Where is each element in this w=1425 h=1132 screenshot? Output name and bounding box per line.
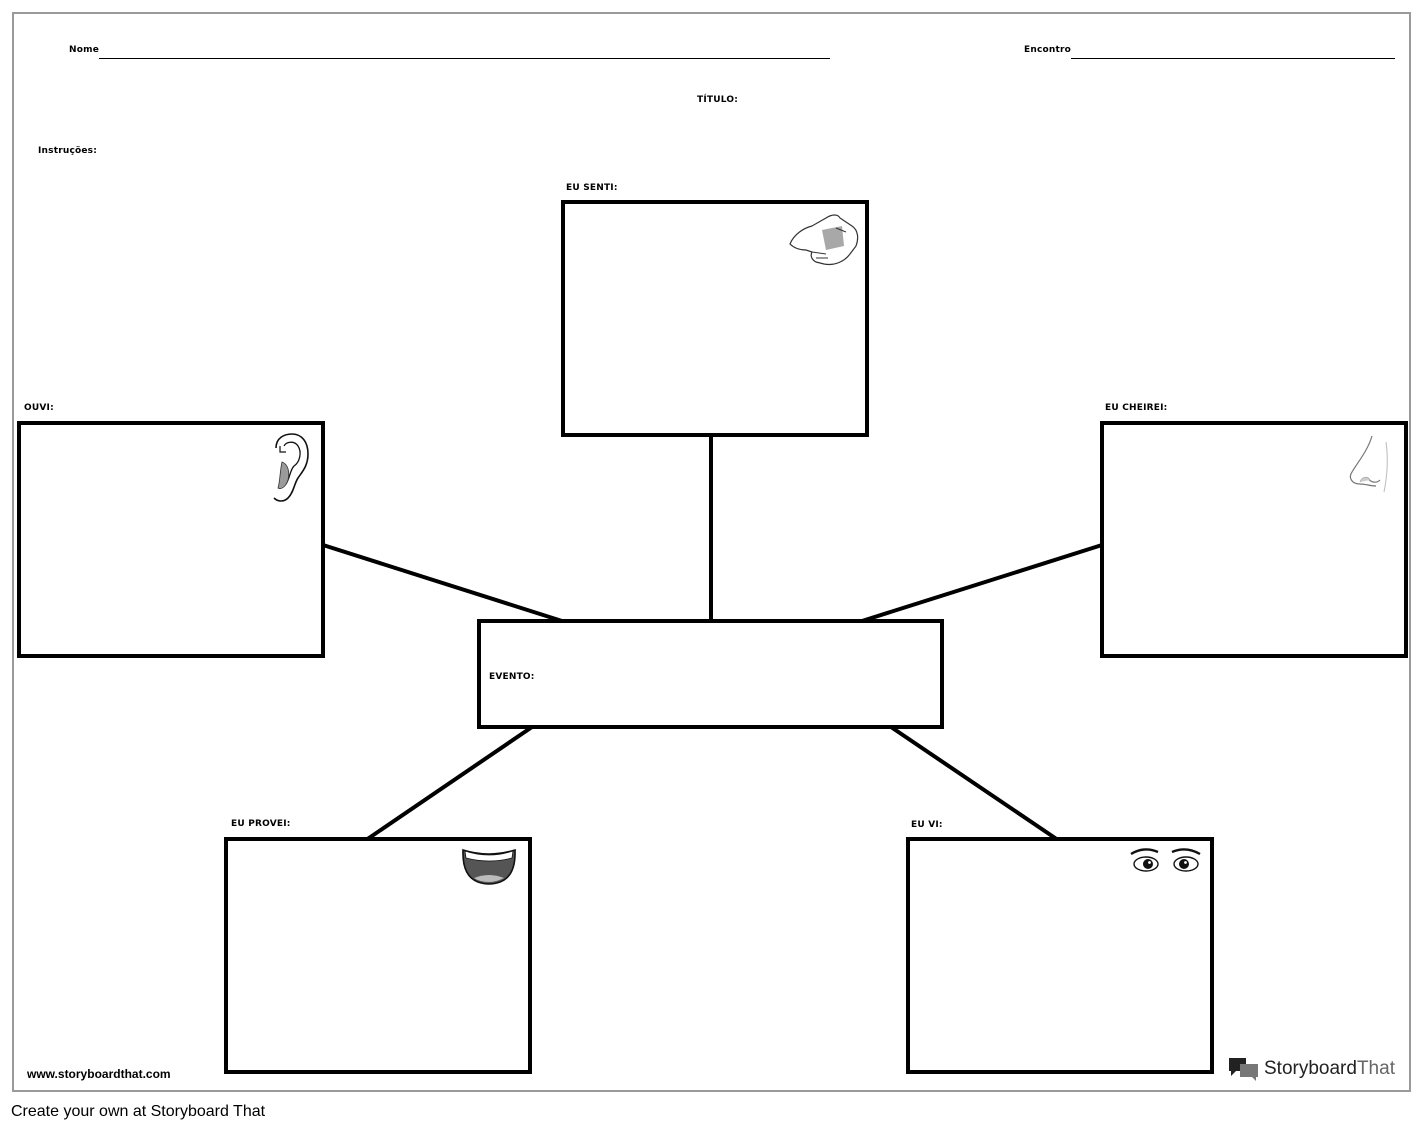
date-label: Encontro [1024,45,1072,55]
connector-saw [889,725,1060,842]
tasted-label: EU PROVEI: [231,819,291,829]
nose-icon [1349,435,1388,493]
title-label: TÍTULO: [697,95,738,105]
instructions-label: Instruções: [38,146,98,156]
event-label: EVENTO: [489,672,535,682]
logo-text: StoryboardThat [1264,1058,1395,1079]
name-label: Nome [69,45,99,55]
connector-heard [322,543,563,623]
hand-icon [789,214,859,266]
saw-label: EU VI: [911,820,943,830]
heard-box[interactable] [17,421,325,658]
create-your-own-link[interactable]: Create your own at Storyboard That [11,1103,266,1120]
saw-box[interactable] [906,837,1214,1074]
eyes-icon [1130,848,1201,872]
website-url[interactable]: www.storyboardthat.com [27,1067,171,1081]
felt-label: EU SENTI: [566,183,618,193]
storyboardthat-logo[interactable]: StoryboardThat [1228,1056,1395,1082]
heard-label: OUVI: [24,403,54,413]
speech-bubble-icon [1229,1058,1258,1081]
event-box[interactable] [477,619,944,729]
smelled-label: EU CHEIREI: [1105,403,1168,413]
mouth-icon [462,848,516,885]
smelled-box[interactable] [1100,421,1408,658]
connector-smelled [861,543,1103,623]
name-line[interactable] [99,58,830,59]
connector-tasted [364,725,534,842]
date-line[interactable] [1071,58,1395,59]
ear-icon [273,433,309,502]
